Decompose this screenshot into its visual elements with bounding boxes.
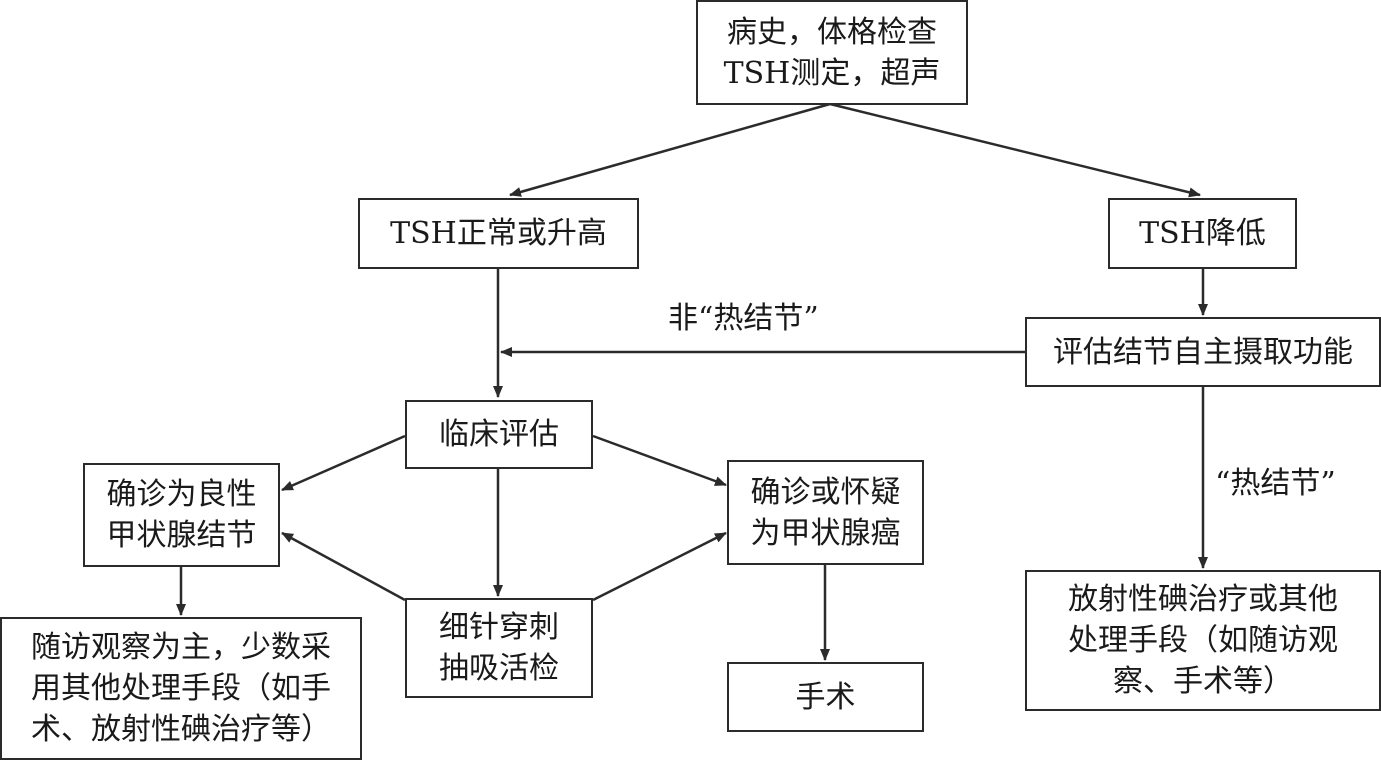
start-line-1: 病史，体格检查 [727,14,937,50]
cancer-line-1: 确诊或怀疑 [750,474,901,510]
arrow-fna-to-benign [281,531,406,602]
edge-label-hot: “热结节” [1215,466,1336,501]
suspected-cancer-box: 确诊或怀疑 为甲状腺癌 [727,460,924,565]
surgery-label: 手术 [795,679,856,715]
tsh-low-label: TSH降低 [1139,216,1266,251]
edge-label-not-hot: 非“热结节” [668,301,819,336]
arrow-clinical-to-cancer [592,434,727,487]
arrow-clinical-to-benign [281,434,406,492]
start-line-2: TSH测定，超声 [723,55,941,91]
fna-biopsy-box: 细针穿刺 抽吸活检 [405,598,593,698]
tsh-low-box: TSH降低 [1108,198,1297,269]
assess-uptake-label: 评估结节自主摄取功能 [1053,334,1353,370]
arrow-start-to-tsh-normal [509,102,831,197]
arrow-start-to-tsh-low [829,102,1201,198]
radioiodine-box: 放射性碘治疗或其他 处理手段（如随访观 察、手术等） [1025,570,1381,711]
benign-nodule-box: 确诊为良性 甲状腺结节 [83,463,280,567]
followup-line-3: 术、放射性碘治疗等） [31,712,331,747]
benign-line-1: 确诊为良性 [106,477,257,512]
clinical-assessment-label: 临床评估 [439,417,559,452]
tsh-normal-label: TSH正常或升高 [390,216,607,251]
benign-line-2: 甲状腺结节 [106,518,257,553]
surgery-box: 手术 [727,662,924,732]
followup-line-2: 用其他处理手段（如手 [31,671,331,706]
followup-line-1: 随访观察为主，少数采 [31,630,331,665]
radioiodine-line-3: 察、手术等） [1113,664,1293,699]
arrow-fna-to-cancer [592,531,727,602]
tsh-normal-box: TSH正常或升高 [358,198,639,269]
radioiodine-line-2: 处理手段（如随访观 [1068,623,1338,658]
fna-line-1: 细针穿刺 [439,610,559,645]
start-box: 病史，体格检查 TSH测定，超声 [696,0,968,105]
cancer-line-2: 为甲状腺癌 [750,515,901,551]
followup-box: 随访观察为主，少数采 用其他处理手段（如手 术、放射性碘治疗等） [0,617,362,760]
fna-line-2: 抽吸活检 [439,651,559,686]
clinical-assessment-box: 临床评估 [405,400,593,469]
radioiodine-line-1: 放射性碘治疗或其他 [1068,582,1338,617]
assess-uptake-box: 评估结节自主摄取功能 [1025,317,1381,387]
